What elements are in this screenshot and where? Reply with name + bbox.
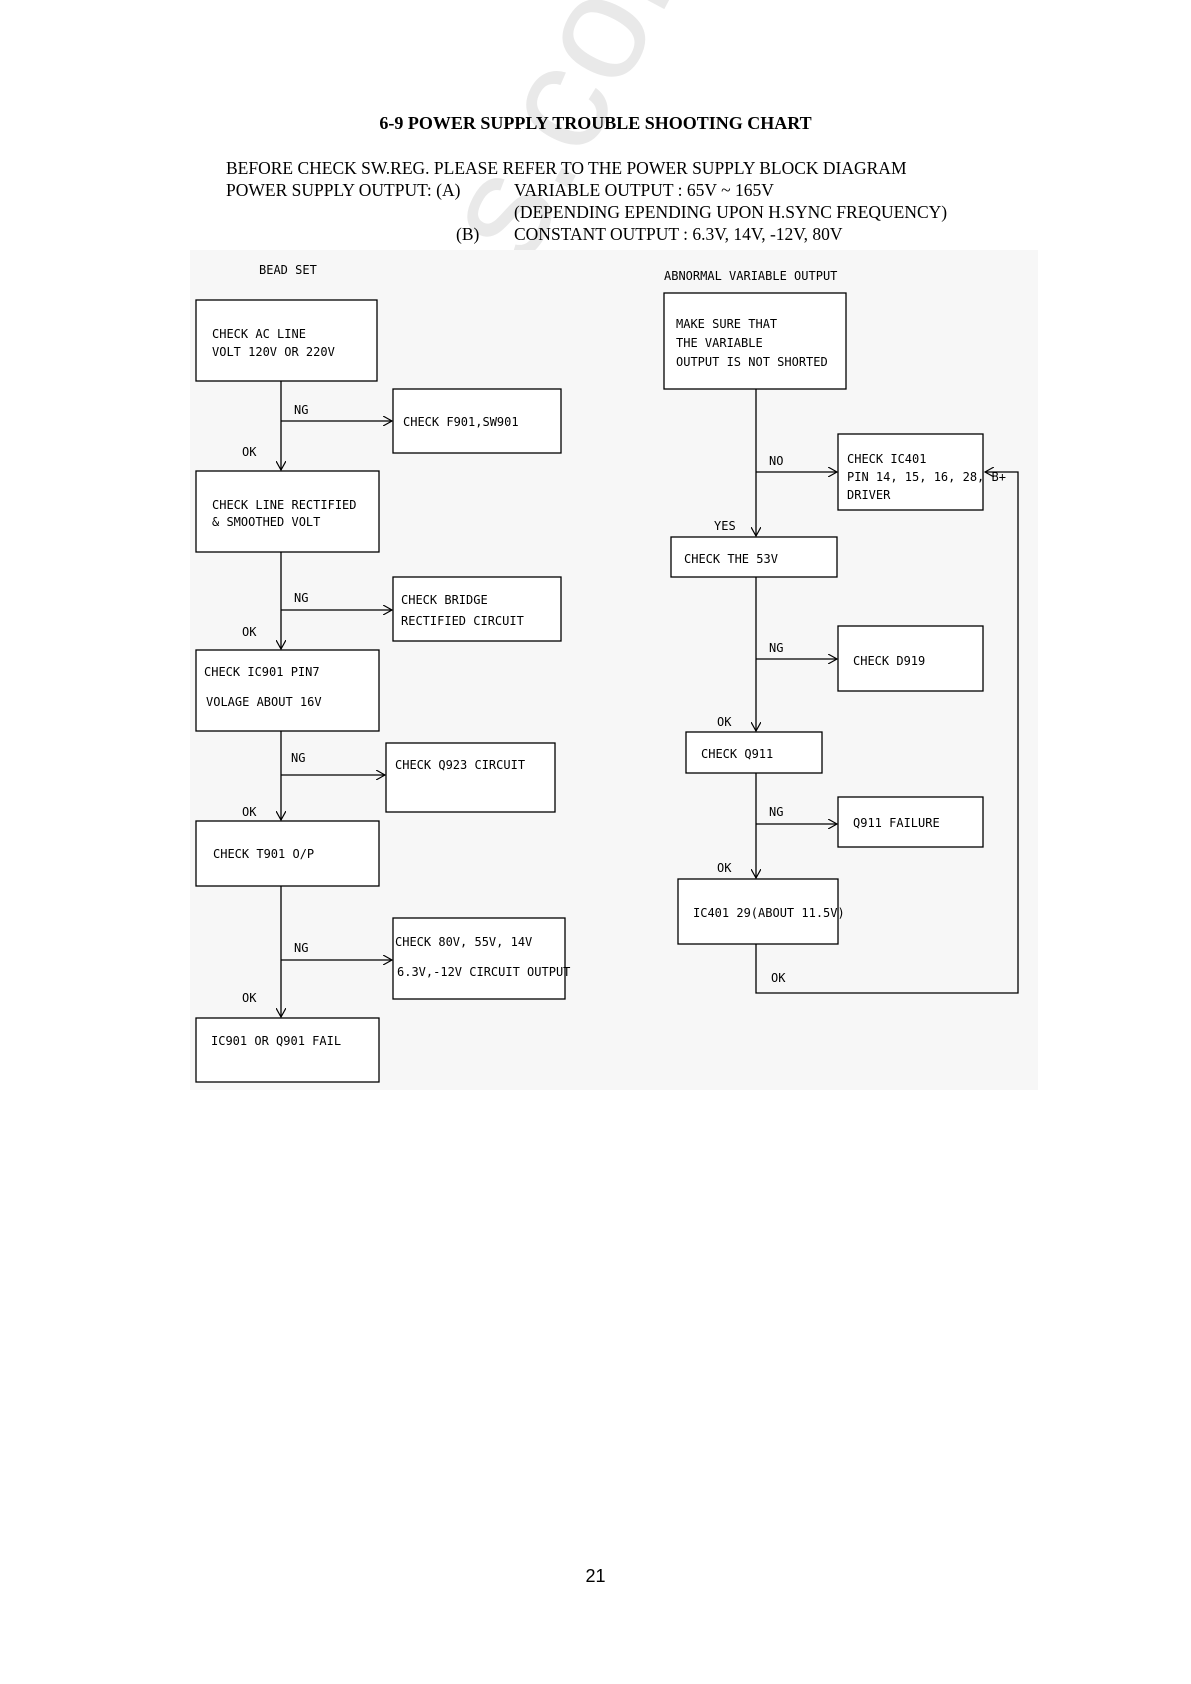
box-text: Q911 FAILURE <box>853 816 940 830</box>
box-text: CHECK Q911 <box>701 747 773 761</box>
box-text: CHECK BRIDGE <box>401 593 488 607</box>
box-text: CHECK 80V, 55V, 14V <box>395 935 532 949</box>
box-text: CHECK THE 53V <box>684 552 778 566</box>
variable-output-note: (DEPENDING EPENDING UPON H.SYNC FREQUENC… <box>514 202 948 222</box>
yes-label: YES <box>714 519 736 533</box>
ok-label: OK <box>242 445 257 459</box>
ng-label: NG <box>294 941 308 955</box>
box-text: DRIVER <box>847 488 891 502</box>
ng-label: NG <box>769 805 783 819</box>
ng-label: NG <box>294 591 308 605</box>
check-q923-circuit-box <box>385 742 556 813</box>
ok-label: OK <box>771 971 786 985</box>
check-ac-line-box <box>195 299 378 382</box>
check-q911-box <box>685 731 823 774</box>
check-line-rectified-box <box>195 470 380 553</box>
check-53v-box <box>670 536 838 578</box>
box-text: & SMOOTHED VOLT <box>212 515 320 529</box>
box-text: THE VARIABLE <box>676 336 763 350</box>
troubleshooting-flowchart: BEAD SET CHECK AC LINE VOLT 120V OR 220V… <box>195 263 1019 1083</box>
box-text: IC901 OR Q901 FAIL <box>211 1034 341 1048</box>
box-text: CHECK AC LINE <box>212 327 306 341</box>
constant-output-text: CONSTANT OUTPUT : 6.3V, 14V, -12V, 80V <box>514 224 843 244</box>
no-label: NO <box>769 454 783 468</box>
check-bridge-rectified-box <box>392 576 562 642</box>
box-text: VOLT 120V OR 220V <box>212 345 335 359</box>
box-text: CHECK LINE RECTIFIED <box>212 498 357 512</box>
constant-output-label: (B) <box>456 224 480 244</box>
box-text: OUTPUT IS NOT SHORTED <box>676 355 828 369</box>
check-ic401-box <box>837 433 984 511</box>
ic901-or-q901-fail-box <box>195 1017 380 1083</box>
box-text: MAKE SURE THAT <box>676 317 777 331</box>
check-f901-sw901-box <box>392 388 562 454</box>
box-text: 6.3V,-12V CIRCUIT OUTPUT <box>397 965 570 979</box>
ok-label: OK <box>242 625 257 639</box>
box-text: IC401 29(ABOUT 11.5V) <box>693 906 845 920</box>
box-text: CHECK F901,SW901 <box>403 415 519 429</box>
check-80v-55v-14v-box <box>392 917 566 1000</box>
box-text: PIN 14, 15, 16, 28, B+ <box>847 470 1006 484</box>
output-label: POWER SUPPLY OUTPUT: (A) <box>226 180 461 200</box>
ok-label: OK <box>717 861 732 875</box>
box-text: CHECK D919 <box>853 654 925 668</box>
ok-label: OK <box>242 991 257 1005</box>
page-title: 6-9 POWER SUPPLY TROUBLE SHOOTING CHART <box>379 113 812 133</box>
right-flow-heading: ABNORMAL VARIABLE OUTPUT <box>664 269 837 283</box>
left-flow-heading: BEAD SET <box>259 263 317 277</box>
check-ic901-pin7-box <box>195 649 380 732</box>
box-text: VOLAGE ABOUT 16V <box>206 695 322 709</box>
ng-label: NG <box>294 403 308 417</box>
box-text: CHECK IC401 <box>847 452 926 466</box>
check-t901-output-box <box>195 820 380 887</box>
ng-label: NG <box>291 751 305 765</box>
box-text: CHECK Q923 CIRCUIT <box>395 758 525 772</box>
ic401-pin29-box <box>677 878 839 945</box>
box-text: RECTIFIED CIRCUIT <box>401 614 524 628</box>
page-number: 21 <box>585 1566 606 1586</box>
ok-label: OK <box>242 805 257 819</box>
ng-label: NG <box>769 641 783 655</box>
ok-label: OK <box>717 715 732 729</box>
q911-failure-box <box>837 796 984 848</box>
variable-output-text: VARIABLE OUTPUT : 65V ~ 165V <box>514 180 774 200</box>
check-d919-box <box>837 625 984 692</box>
box-text: CHECK T901 O/P <box>213 847 314 861</box>
intro-line: BEFORE CHECK SW.REG. PLEASE REFER TO THE… <box>226 158 907 178</box>
make-sure-output-not-shorted-box <box>663 292 847 390</box>
loop-back-arrow <box>755 472 1019 994</box>
box-text: CHECK IC901 PIN7 <box>204 665 320 679</box>
